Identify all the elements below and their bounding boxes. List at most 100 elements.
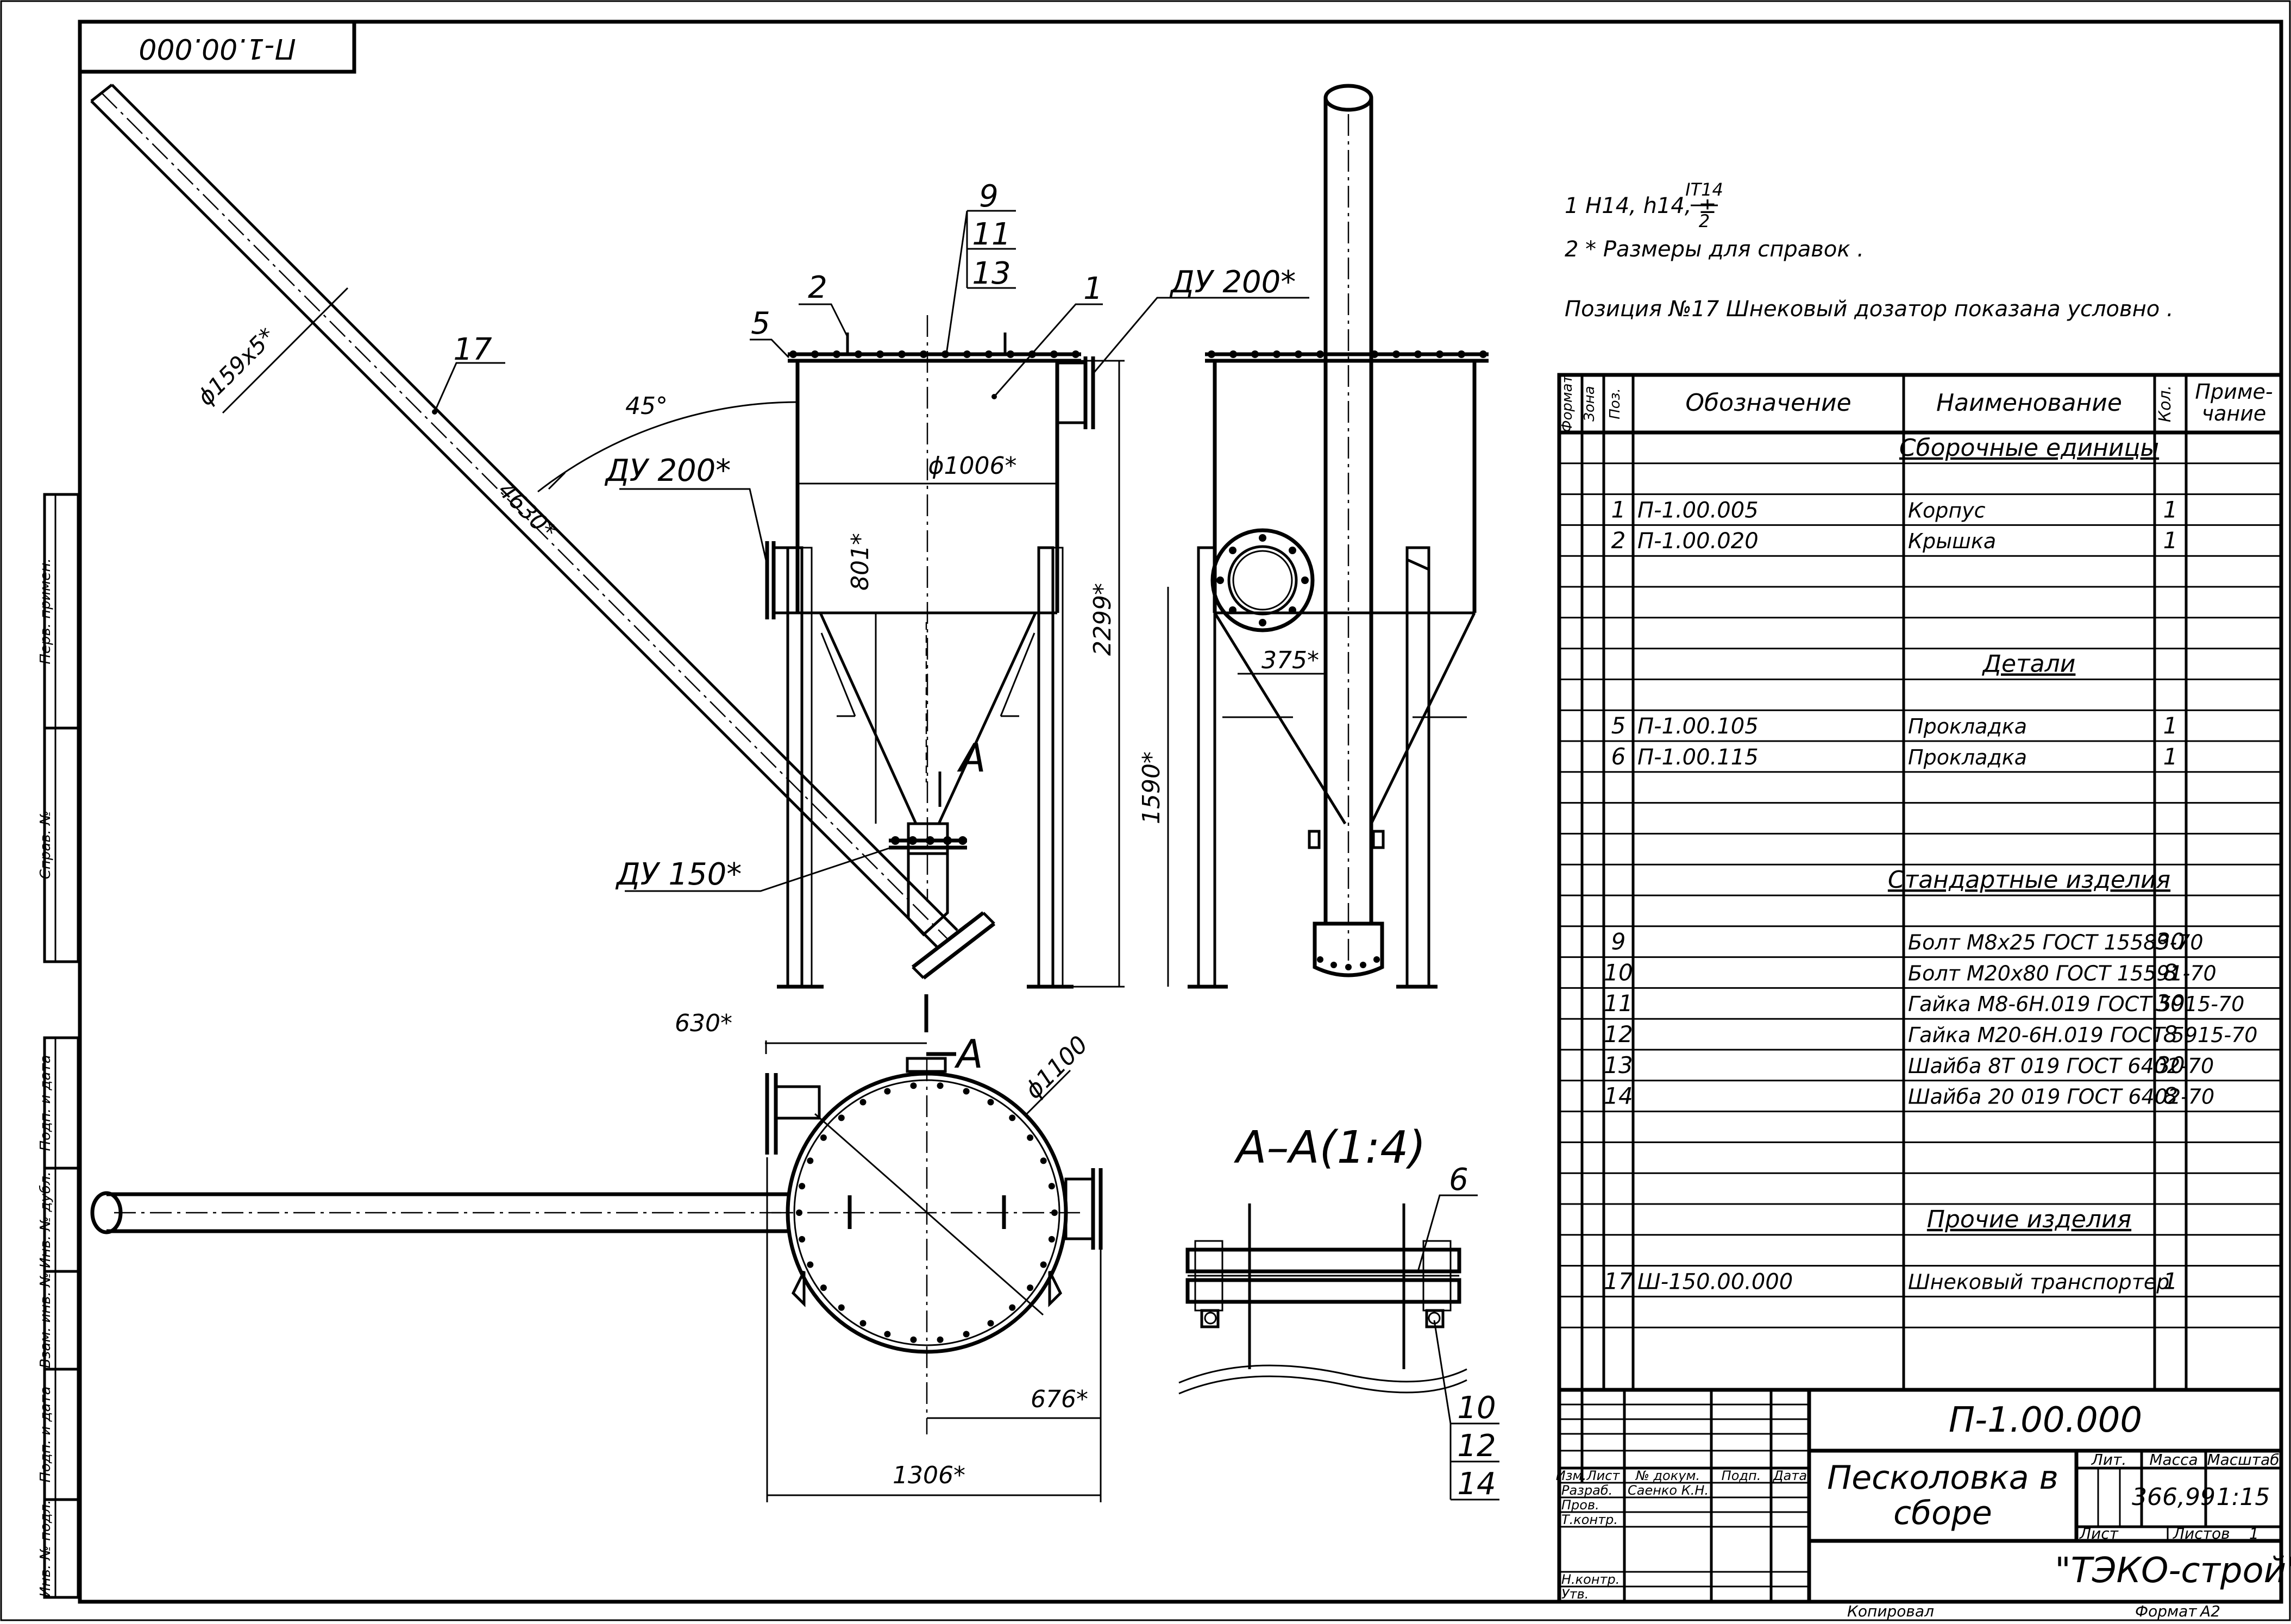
pos-17: 17 [453,332,492,367]
bolt-ring [796,1082,1058,1343]
spec-cell-qty: 1 [2163,743,2178,770]
spec-cell-name: Шайба 20 019 ГОСТ 6402-70 [1908,1085,2214,1109]
spec-header-note-2: чание [2202,402,2267,425]
tb-scale: 1:15 [2217,1483,2270,1511]
bolt-dot [838,1114,845,1121]
tb-utv: Утв. [1561,1587,1589,1602]
spec-cell-pos: 1 [1611,496,1626,523]
spec-section-heading: Стандартные изделия [1888,866,2170,894]
spec-cell-name: Гайка М20-6Н.019 ГОСТ 5915-70 [1908,1023,2257,1047]
pos-1: 1 [1083,271,1103,306]
strip-label: Инв. № дубл. [37,1171,54,1268]
spec-cell-qty: 1 [2163,496,2178,523]
dim-w1306: 1306* [893,1462,965,1489]
spec-cell-qty: 8 [2163,1083,2178,1109]
bolt-dot [910,1082,917,1089]
spec-cell-pos: 6 [1611,743,1626,770]
note-1-denominator: 2 [1699,211,1710,231]
pos-11: 11 [972,217,1010,252]
spec-cell-designation: П-1.00.020 [1637,529,1759,554]
tb-sheets: 1 [2249,1525,2259,1543]
section-a-marker: A [957,735,986,781]
bolt-dot [884,1088,891,1095]
tb-nkontr: Н.контр. [1561,1572,1620,1587]
strip-label: Перв. примен. [37,558,54,664]
bolt-dot [820,1284,827,1291]
dim-d1100: ϕ1100 [1020,1031,1094,1105]
spec-cell-name: Шнековый транспортер [1908,1270,2169,1294]
bolt-dot [963,1088,970,1095]
pos-6: 6 [1449,1162,1468,1197]
spec-cell-pos: 13 [1604,1052,1633,1079]
section-a-a: A–A(1:4) 6 10 12 14 [1178,1122,1499,1502]
dim-h1590: 1590* [1138,751,1165,824]
dim-d1006: ϕ1006* [928,452,1016,480]
bolt-dot [1009,1114,1016,1121]
dim-angle: 45° [625,392,668,420]
spec-cell-name: Прокладка [1908,714,2027,738]
tb-col-list: Лист [1586,1468,1621,1483]
spec-row: Прочие изделия [1559,1206,2281,1236]
tb-scale-label: Масштаб [2207,1451,2279,1469]
bolt-dot [884,1331,891,1338]
spec-section-heading: Детали [1982,650,2076,678]
bolt-dot [937,1082,944,1089]
bolt-dot [799,1183,806,1190]
spec-cell-designation: П-1.00.105 [1637,714,1759,739]
tb-title-2: сборе [1893,1494,1992,1532]
dim-h2299: 2299* [1089,583,1116,656]
front-view: ϕ1006* 801* 2299* ДУ 200* ДУ 200* ДУ 150… [604,179,1309,1032]
strip-label: Инв. № подл. [37,1500,54,1597]
bolt-dot [799,1236,806,1243]
tb-company: "ТЭКО-строй" [2055,1551,2291,1591]
title-block: Изм. Лист № докум. Подп. Дата Разраб. Са… [1556,1388,2291,1620]
spec-cell-qty: 1 [2163,712,2178,739]
spec-cell-qty: 1 [2163,527,2178,554]
dim-h801: 801* [846,533,874,591]
bolt-dot [838,1304,845,1311]
corner-stamp: П-1.00.000 [78,20,356,74]
bolt-dot [1040,1261,1047,1268]
bolt-dot [807,1261,814,1268]
spec-row: Сборочные единицы [1559,434,2281,465]
tb-title-1: Песколовка в [1827,1459,2058,1497]
bolt-dot [1027,1284,1034,1291]
strip-label: Подп. и дата [37,1386,54,1482]
spec-header-designation: Обозначение [1685,389,1851,417]
note-1-numerator: IT14 [1685,179,1723,200]
tb-sheets-label: Листов [2173,1525,2230,1543]
spec-cell-qty: 8 [2163,1021,2178,1048]
dim-pipe-diameter: ϕ159x5* [192,323,280,411]
spec-cell-qty: 1 [2163,1268,2178,1294]
bolt-dot [859,1099,867,1106]
label-du200-top: ДУ 200* [1169,265,1296,300]
pos-2: 2 [808,270,827,305]
pos-13: 13 [972,256,1010,291]
spec-row: Стандартные изделия [1559,866,2281,896]
bolt-dot [1048,1236,1055,1243]
bolt-dot [987,1099,994,1106]
spec-cell-designation: П-1.00.005 [1637,498,1759,523]
spec-cell-pos: 12 [1604,1021,1633,1048]
label-du200-left: ДУ 200* [604,453,731,488]
tb-mass-label: Масса [2149,1451,2198,1469]
spec-header-name: Наименование [1936,389,2122,417]
spec-cell-qty: 30 [2156,929,2185,955]
bolt-dot [859,1320,867,1327]
spec-cell-pos: 11 [1604,990,1633,1017]
bolt-dot [937,1336,944,1343]
tb-mass: 366,99 [2132,1483,2215,1511]
bolt-dot [1009,1304,1016,1311]
spec-section-heading: Сборочные единицы [1899,434,2159,462]
spec-cell-name: Болт М8х25 ГОСТ 15589-70 [1908,931,2204,955]
tb-prov: Пров. [1561,1497,1599,1513]
